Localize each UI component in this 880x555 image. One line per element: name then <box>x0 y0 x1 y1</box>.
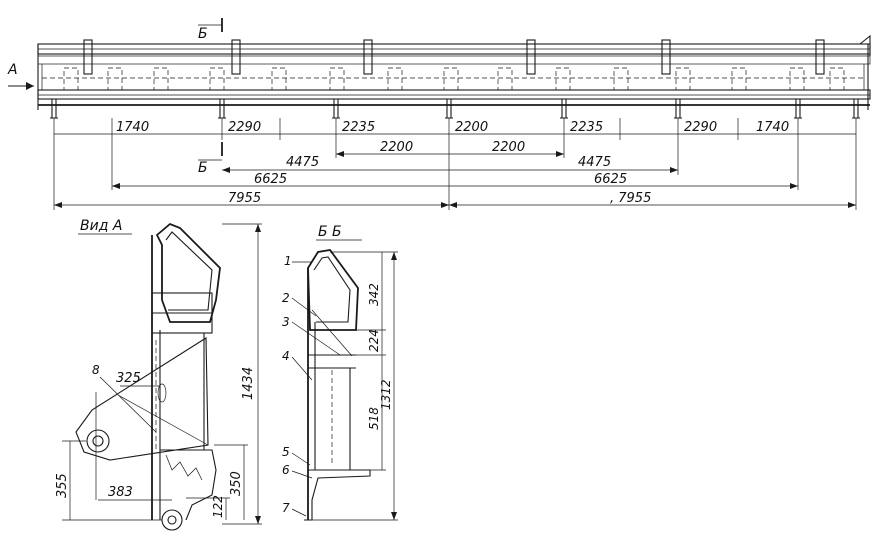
section-callout-7: 7 <box>282 501 290 515</box>
section-callout-3: 3 <box>282 315 290 329</box>
dim-1740-left: 1740 <box>116 120 149 135</box>
frame-elevation <box>37 34 871 110</box>
stanchions <box>50 99 860 119</box>
section-callout-4: 4 <box>282 349 290 363</box>
dim-2290-right: 2290 <box>684 120 717 135</box>
top-dimensions: 1740 2290 2235 2200 2235 2290 1740 2200 … <box>116 120 789 206</box>
section-callout-2: 2 <box>282 291 290 305</box>
view-a-arrow-label: А <box>7 62 18 78</box>
extension-lines <box>53 118 857 210</box>
section-dim-1312: 1312 <box>379 379 393 410</box>
dim-2235-left: 2235 <box>342 120 375 135</box>
section-dim-342: 342 <box>367 283 381 306</box>
dim-1740-right: 1740 <box>756 120 789 135</box>
view-a-callout-8: 8 <box>92 363 100 377</box>
dimension-lines <box>54 133 856 208</box>
dim-2235-right: 2235 <box>570 120 603 135</box>
section-callout-6: 6 <box>282 463 290 477</box>
view-a-dim-122: 122 <box>211 495 225 518</box>
frame-panels <box>63 67 845 91</box>
section-callout-5: 5 <box>282 445 290 459</box>
view-a: Вид А 8 325 1434 <box>55 218 262 531</box>
view-a-dim-350: 350 <box>229 471 244 496</box>
view-a-arrow: А <box>7 62 34 90</box>
dim-6625-right: 6625 <box>594 172 627 187</box>
section-mark-top: Б <box>198 26 208 42</box>
section-bb: Б Б 1 2 3 4 5 6 7 <box>282 224 398 521</box>
section-marks: Б Б <box>198 18 223 176</box>
view-a-dim-1434: 1434 <box>241 367 256 400</box>
dim-2290-left: 2290 <box>228 120 261 135</box>
section-dim-518: 518 <box>367 407 381 430</box>
section-bb-title: Б Б <box>318 224 342 240</box>
dim-4475-right: 4475 <box>578 155 611 170</box>
section-callout-1: 1 <box>284 254 292 268</box>
section-mark-bottom: Б <box>198 160 208 176</box>
dim-7955-left: 7955 <box>228 191 261 206</box>
view-a-dim-383: 383 <box>108 485 133 500</box>
dim-2200-right: 2200 <box>492 140 525 155</box>
top-brackets <box>83 39 825 75</box>
dim-4475-left: 4475 <box>286 155 319 170</box>
dim-2200-center: 2200 <box>455 120 488 135</box>
view-a-dim-355: 355 <box>55 473 70 498</box>
dim-2200-left: 2200 <box>380 140 413 155</box>
view-a-dim-325: 325 <box>116 371 141 386</box>
dim-6625-left: 6625 <box>254 172 287 187</box>
section-dim-224: 224 <box>367 329 381 352</box>
view-a-title: Вид А <box>80 218 122 234</box>
dim-7955-right: , 7955 <box>610 191 651 206</box>
